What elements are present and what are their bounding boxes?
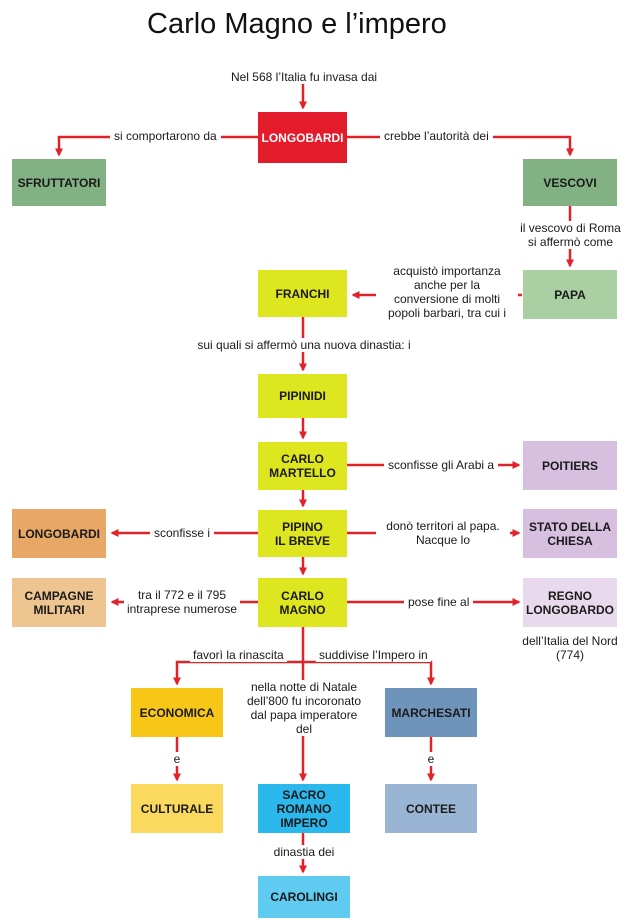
node-regno-longobardo: REGNO LONGOBARDO [523,578,617,627]
node-sacro-romano-impero: SACRO ROMANO IMPERO [258,784,350,833]
node-economica: ECONOMICA [131,688,223,737]
node-stato-della-chiesa: STATO DELLA CHIESA [523,509,617,558]
arrow-marchesati [303,660,435,686]
node-carlo-martello: CARLO MARTELLO [258,442,347,490]
label-arabi: sconfisse gli Arabi a [384,458,499,472]
label-rinascita: favorì la rinascita [190,648,287,662]
label-dinastia: sui quali si affermò una nuova dinastia:… [190,338,418,352]
label-pose-fine: pose fine al [404,595,474,609]
label-e-right: e [424,752,438,766]
label-suddivise: suddivise l’Impero in [316,648,431,662]
label-campagne-anni: tra il 772 e il 795 intraprese numerose [124,588,240,616]
node-contee: CONTEE [385,784,477,833]
label-autorita: crebbe l’autorità dei [380,129,493,143]
label-sconfisse: sconfisse i [150,526,215,540]
node-carlo-magno: CARLO MAGNO [258,578,347,627]
node-marchesati: MARCHESATI [385,688,477,737]
label-e-left: e [170,752,184,766]
node-pipinidi: PIPINIDI [258,374,347,418]
node-franchi: FRANCHI [258,270,347,317]
arrow-economica [173,660,303,686]
node-papa: PAPA [523,270,617,319]
label-dono: donò territori al papa. Nacque lo [376,519,510,547]
label-vescovo-roma: il vescovo di Roma si affermò come [513,221,628,249]
node-carolingi: CAROLINGI [258,876,350,918]
label-dinastia-dei: dinastia dei [263,845,345,859]
label-comportarono: si comportarono da [110,129,221,143]
label-invasa: Nel 568 l’Italia fu invasa dai [221,70,387,84]
node-culturale: CULTURALE [131,784,223,833]
node-vescovi: VESCOVI [523,159,617,206]
node-campagne-militari: CAMPAGNE MILITARI [12,578,106,627]
label-natale: nella notte di Natale dell’800 fu incoro… [243,680,365,736]
node-sfruttatori: SFRUTTATORI [12,159,106,206]
page-title: Carlo Magno e l’impero [147,8,447,40]
node-poitiers: POITIERS [523,441,617,490]
node-longobardi-left: LONGOBARDI [12,509,106,558]
node-pipino-il-breve: PIPINO IL BREVE [258,510,347,557]
label-italia-nord: dell’Italia del Nord (774) [510,634,630,662]
label-acquisto: acquistò importanza anche per la convers… [376,264,518,320]
node-longobardi-top: LONGOBARDI [258,112,347,163]
